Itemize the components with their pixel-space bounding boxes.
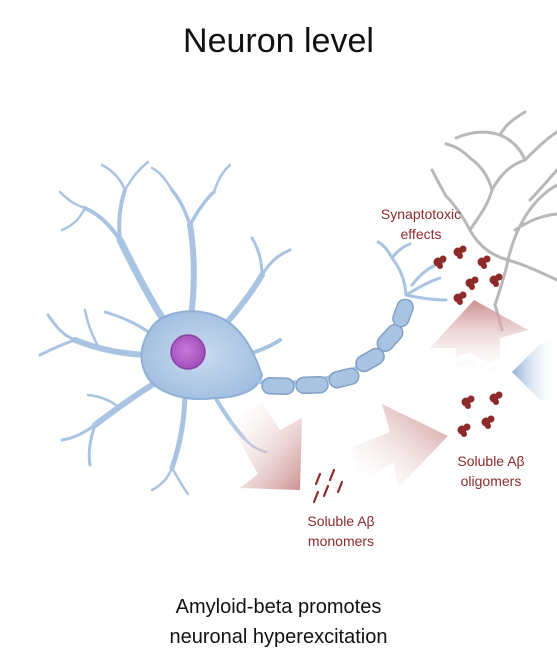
oligomer-cluster-top — [433, 245, 503, 305]
monomer-dashes — [312, 468, 344, 504]
oligomer-cluster-middle — [457, 391, 503, 437]
diagram-title: Neuron level — [183, 22, 374, 60]
label-oligomers-line1: Soluble Aβ — [457, 453, 525, 469]
caption-line2: neuronal hyperexcitation — [169, 626, 388, 648]
diagram-caption: Amyloid-beta promotes neuronal hyperexci… — [0, 592, 557, 652]
aggregation-arrow-icon — [350, 404, 448, 488]
release-arrow-icon — [228, 402, 302, 490]
label-soluble-monomers: Soluble Aβ monomers — [286, 511, 396, 551]
blue-arrow-icon — [512, 340, 557, 400]
synaptotoxic-arrow-icon — [430, 300, 528, 380]
nucleus-icon — [170, 334, 206, 370]
label-monomers-line1: Soluble Aβ — [307, 513, 375, 529]
label-oligomers-line2: oligomers — [460, 473, 522, 489]
label-soluble-oligomers: Soluble Aβ oligomers — [436, 451, 546, 491]
label-synaptotoxic-effects: Synaptotoxic effects — [366, 204, 476, 244]
postsynaptic-dendrite-icon — [430, 110, 557, 332]
label-monomers-line2: monomers — [307, 533, 375, 549]
label-synaptotoxic-line2: effects — [400, 226, 442, 242]
axon-icon — [257, 240, 448, 396]
label-synaptotoxic-line1: Synaptotoxic — [380, 206, 462, 222]
caption-line1: Amyloid-beta promotes — [175, 596, 382, 618]
